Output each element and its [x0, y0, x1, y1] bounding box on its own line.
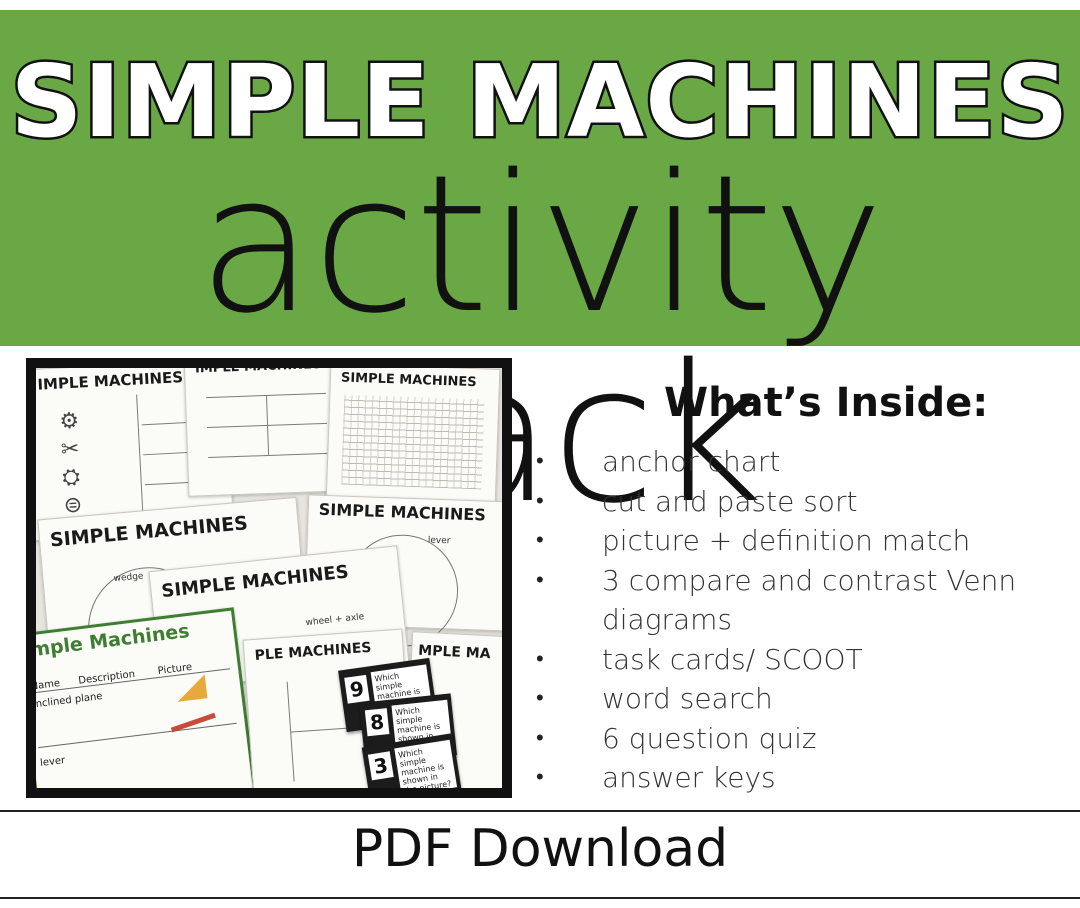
list-item: cut and paste sort	[536, 482, 1080, 522]
sheet-title: PLE MACHINES	[254, 639, 372, 664]
word-search-sheet: SIMPLE MACHINES	[325, 368, 501, 509]
sheet-title: SIMPLE MACHINES	[49, 512, 249, 552]
sheet-title: IMPLE MACHINES	[195, 368, 322, 376]
contents-list: anchor chart cut and paste sort picture …	[536, 442, 1080, 798]
list-item: picture + definition match	[536, 521, 1080, 561]
list-item: answer keys	[536, 758, 1080, 798]
inclined-plane-icon	[174, 674, 208, 702]
divider-bottom	[0, 897, 1080, 899]
sheet-title: SIMPLE MACHINES	[340, 370, 477, 391]
list-item: anchor chart	[536, 442, 1080, 482]
table-cell: inclined plane	[36, 690, 104, 711]
word-search-grid	[341, 394, 485, 490]
sheet-title: SIMPLE MACHINES	[318, 499, 487, 525]
venn-label: lever	[427, 535, 451, 547]
sheet-title: SIMPLE MACHINES	[160, 561, 350, 603]
cut-paste-sort-sheet: IMPLE MACHINES	[183, 368, 349, 497]
pdf-download-label: PDF Download	[351, 819, 729, 879]
product-title: SIMPLE MACHINES	[8, 43, 1071, 160]
list-item: word search	[536, 679, 1080, 719]
card-number: 8	[364, 708, 390, 737]
header-banner	[0, 10, 1080, 346]
card-number: 3	[367, 751, 394, 781]
whats-inside-heading: What’s Inside:	[664, 380, 989, 426]
definition-table: Name Description Picture inclined plane …	[36, 657, 243, 788]
list-item: 6 question quiz	[536, 719, 1080, 759]
divider-top	[0, 810, 1080, 812]
picture-definition-sheet: mple Machines Name Description Picture i…	[36, 607, 257, 788]
list-item: 3 compare and contrast Venn diagrams	[536, 561, 1022, 640]
preview-photo: IMPLE MACHINES ⚙✂⛭⊜ IMPLE MACHINES SIMPL…	[36, 368, 502, 788]
card-number: 9	[344, 674, 370, 704]
machine-sketch-icons: ⚙✂⛭⊜	[58, 408, 83, 519]
card-question: Which simple machine is shown in the pic…	[394, 739, 458, 788]
preview-photo-frame: IMPLE MACHINES ⚙✂⛭⊜ IMPLE MACHINES SIMPL…	[26, 358, 512, 798]
list-item: task cards/ SCOOT	[536, 640, 1080, 680]
table-cell: lever	[39, 755, 66, 769]
sheet-title: IMPLE MACHINES	[36, 368, 184, 394]
sheet-rule	[136, 394, 144, 525]
venn-label: wheel + axle	[305, 612, 365, 629]
